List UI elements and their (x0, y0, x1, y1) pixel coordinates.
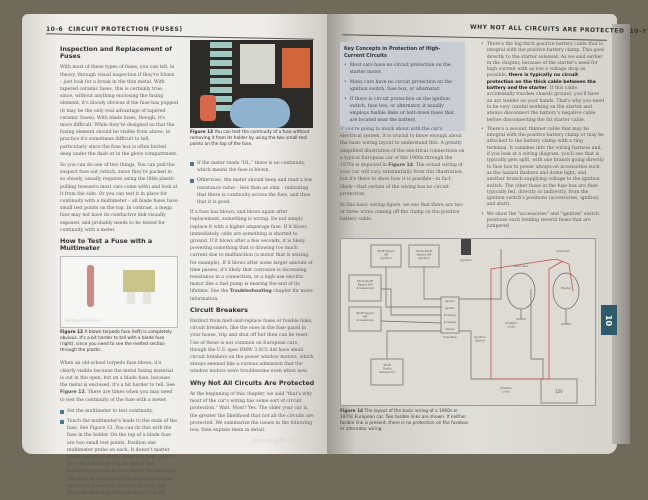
bullet-item: If the meter reads "OL," there is no con… (190, 160, 315, 174)
battery-label: 12V (555, 389, 563, 394)
relay-orange (282, 48, 310, 88)
box-item: •If there is circuit protection on the i… (344, 97, 454, 123)
paragraph: Distinct from melt-and-replace fuses or … (190, 319, 314, 375)
relay (240, 44, 275, 84)
chapter-tab[interactable]: 10 (601, 305, 617, 335)
page-edges (612, 24, 630, 444)
diagram-label: Alternator (513, 264, 529, 268)
box-more-stuff-accessories (348, 274, 382, 302)
figure-13-caption: Figure 13 You can test the continuity of… (190, 130, 310, 147)
paragraph: When an old-school torpedo fuse blows, i… (60, 361, 175, 403)
watermark: BentleyPublishers (65, 318, 101, 324)
watermark: BentleyPublishers (252, 437, 315, 446)
right-column-2: •There's the big thick positive battery … (481, 42, 605, 234)
running-head: CIRCUIT PROTECTION (FUSES) (68, 26, 183, 33)
gloved-hand (230, 98, 290, 128)
diagram-label: Fuse Box (443, 335, 457, 339)
box-item: •Most cars have no circuit protection on… (344, 63, 451, 75)
page-number: 10-6 (46, 26, 64, 33)
bullet-item: Set the multimeter to test continuity. (60, 408, 178, 415)
section-heading: Inspection and Replacement of Fuses (60, 45, 172, 61)
figure-14-caption: Figure 14 The layout of the basic wiring… (340, 409, 469, 432)
paragraph: So you can do one of two things. You can… (60, 163, 178, 233)
diagram-label: Starter (561, 286, 572, 290)
paragraph: If a fuse has blown, and blows again aft… (190, 210, 313, 302)
blade-fuse (123, 270, 155, 293)
ignition-key-icon (461, 239, 471, 255)
fuse-row (210, 42, 232, 112)
right-column: If you're going to muck about with the c… (340, 126, 465, 228)
figure-13-photo (190, 40, 313, 128)
fuse-label: Accessory (443, 320, 457, 324)
left-header: 10-6 CIRCUIT PROTECTION (FUSES) (46, 26, 183, 33)
fuse-label: Ignition (445, 299, 455, 303)
diagram-label: Solenoid (557, 249, 570, 253)
left-column-2: If the meter reads "OL," there is no con… (190, 160, 315, 445)
paragraph: If you're going to muck about with the c… (340, 127, 465, 197)
paragraph: In this basic wiring figure, we see that… (340, 203, 463, 223)
page-number: 10-7 (629, 27, 647, 36)
box-item: •Many cars have no circuit protection on… (344, 80, 452, 92)
section-heading: Circuit Breakers (190, 305, 248, 314)
blade-fuse-prong (143, 292, 151, 305)
fuse-label: Accessory (443, 313, 457, 317)
diagram-label: Ignition (460, 258, 471, 262)
bullet-item: •We show the "accessories" and "ignition… (481, 211, 600, 230)
fuse-label: Always (445, 327, 455, 331)
blade-fuse-prong (127, 292, 135, 305)
box-stuff-accessories (348, 306, 382, 332)
box-title: Key Concepts in Protection of High-Curre… (344, 47, 441, 59)
bullet-item: •There's a second, thinner cable that ma… (481, 126, 604, 208)
key-concepts-box: Key Concepts in Protection of High-Curre… (340, 42, 465, 131)
bullet-item: Touch the multimeter's leads to the ends… (60, 418, 178, 497)
paragraph: With most of these types of fuses, you c… (60, 65, 178, 157)
red-wires (490, 258, 574, 380)
bullet-item: Otherwise, the meter should beep and rea… (190, 177, 315, 206)
torpedo-fuse (87, 265, 94, 308)
figure-12-caption: Figure 12 A blown torpedo fuse (left) is… (60, 330, 172, 354)
probe (200, 95, 216, 121)
fuse-label: Ignition (445, 306, 455, 310)
section-heading: How to Test a Fuse with a Multimeter (60, 237, 153, 253)
section-heading: Why Not All Circuits Are Protected (190, 378, 315, 387)
bullet-item: •There's the big thick positive battery … (481, 42, 605, 123)
left-column: Inspection and Replacement of Fuses With… (60, 42, 178, 500)
figure-12-image: BentleyPublishers (60, 256, 178, 329)
paragraph: At the beginning of this chapter, we sai… (190, 391, 314, 433)
